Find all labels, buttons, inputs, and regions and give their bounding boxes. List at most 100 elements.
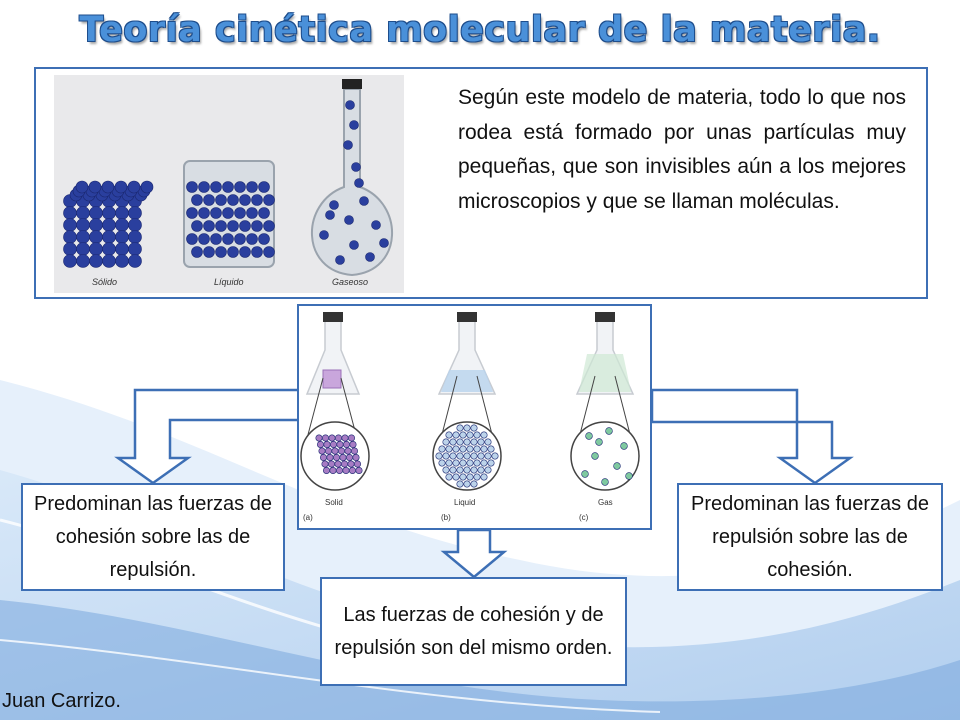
- molecule: [63, 206, 77, 220]
- molecule: [102, 254, 116, 268]
- molecule: [76, 230, 90, 244]
- molecule: [341, 434, 349, 442]
- molecule: [349, 441, 357, 449]
- molecule: [359, 196, 369, 206]
- molecule: [222, 233, 234, 245]
- molecule: [128, 254, 142, 268]
- molecule: [365, 252, 375, 262]
- molecule: [463, 424, 471, 432]
- molecule: [438, 445, 446, 453]
- molecule: [605, 427, 613, 435]
- molecule: [63, 218, 77, 232]
- molecule: [452, 431, 460, 439]
- molecule: [347, 434, 355, 442]
- author: Juan Carrizo.: [2, 690, 121, 712]
- molecule: [347, 460, 355, 468]
- molecule: [89, 230, 103, 244]
- molecule: [63, 254, 77, 268]
- molecule: [459, 445, 467, 453]
- molecule: [348, 467, 356, 475]
- molecule: [191, 246, 203, 258]
- molecule: [114, 180, 128, 194]
- molecule: [76, 254, 90, 268]
- molecule: [251, 246, 263, 258]
- molecule: [463, 438, 471, 446]
- molecule: [198, 233, 210, 245]
- molecule: [319, 454, 327, 462]
- molecule: [438, 459, 446, 467]
- molecule: [456, 466, 464, 474]
- molecule: [239, 194, 251, 206]
- repulsion-dominates-text: Predominan las fuerzas de repulsión sobr…: [691, 492, 929, 581]
- molecule: [234, 207, 246, 219]
- molecule: [342, 441, 350, 449]
- molecule: [484, 438, 492, 446]
- molecule: [339, 454, 347, 462]
- molecule: [442, 452, 450, 460]
- molecule: [581, 470, 589, 478]
- molecule: [352, 454, 360, 462]
- molecule: [354, 178, 364, 188]
- molecule: [215, 194, 227, 206]
- molecule: [473, 445, 481, 453]
- molecule: [470, 466, 478, 474]
- molecule: [102, 242, 116, 256]
- molecule: [466, 473, 474, 481]
- molecule: [316, 441, 324, 449]
- molecule: [76, 242, 90, 256]
- molecule: [89, 218, 103, 232]
- molecule: [459, 473, 467, 481]
- molecule: [470, 438, 478, 446]
- forces-equal-text: Las fuerzas de cohesión y de repulsión s…: [334, 603, 613, 659]
- molecule: [328, 434, 336, 442]
- molecule: [186, 207, 198, 219]
- molecule: [222, 207, 234, 219]
- molecule: [329, 200, 339, 210]
- molecule: [140, 180, 154, 194]
- cohesion-dominates-text: Predominan las fuerzas de cohesión sobre…: [34, 492, 272, 581]
- molecule: [115, 242, 129, 256]
- molecule: [452, 473, 460, 481]
- solid-cube-molecules: [63, 180, 154, 268]
- molecule: [449, 452, 457, 460]
- molecule: [186, 233, 198, 245]
- molecule: [89, 254, 103, 268]
- molecule: [322, 467, 330, 475]
- molecule: [456, 438, 464, 446]
- gas-label: Gaseoso: [332, 277, 368, 287]
- molecule: [435, 452, 443, 460]
- molecule: [459, 431, 467, 439]
- molecule: [456, 480, 464, 488]
- intro-panel: Sólido Líquido Gaseoso Según este modelo…: [34, 67, 928, 299]
- molecule: [258, 181, 270, 193]
- molecule: [102, 206, 116, 220]
- molecule: [101, 180, 115, 194]
- label-a: (a): [303, 513, 313, 522]
- molecule: [470, 480, 478, 488]
- molecule: [128, 230, 142, 244]
- molecule: [251, 194, 263, 206]
- molecule: [484, 452, 492, 460]
- molecule: [452, 445, 460, 453]
- molecule: [466, 459, 474, 467]
- molecule: [258, 233, 270, 245]
- molecule: [234, 181, 246, 193]
- molecule: [115, 206, 129, 220]
- molecule: [251, 220, 263, 232]
- molecule: [379, 238, 389, 248]
- repulsion-dominates-box: Predominan las fuerzas de repulsión sobr…: [677, 483, 943, 591]
- molecule: [215, 246, 227, 258]
- molecule: [344, 447, 352, 455]
- label-b: (b): [441, 513, 451, 522]
- molecule: [336, 441, 344, 449]
- molecule: [353, 460, 361, 468]
- molecule: [459, 459, 467, 467]
- molecule: [263, 194, 275, 206]
- molecule: [470, 424, 478, 432]
- molecule: [203, 220, 215, 232]
- molecule: [203, 194, 215, 206]
- molecule: [351, 162, 361, 172]
- molecule: [210, 181, 222, 193]
- molecule: [445, 431, 453, 439]
- molecule: [456, 424, 464, 432]
